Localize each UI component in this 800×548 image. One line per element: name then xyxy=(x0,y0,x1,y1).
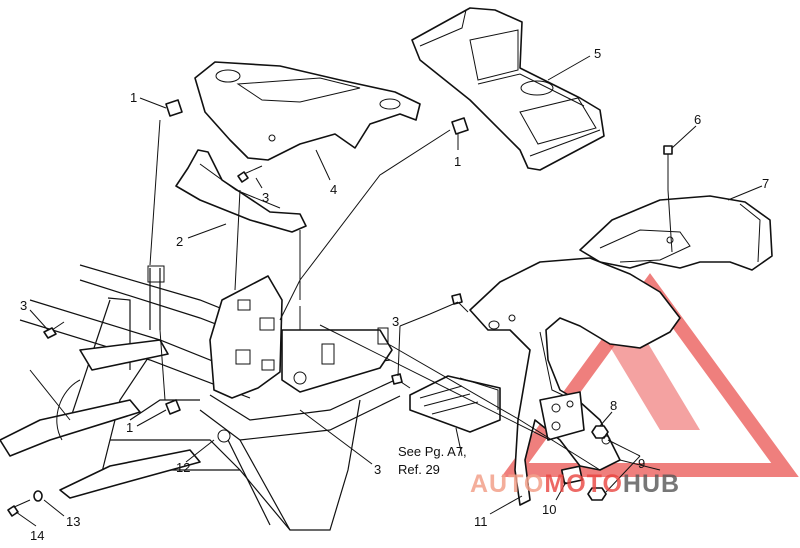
callout-1c: 1 xyxy=(126,420,133,435)
leader-lines xyxy=(15,55,763,527)
bolt-13-14 xyxy=(7,490,43,517)
callout-3d: 3 xyxy=(374,462,381,477)
frame-assembly xyxy=(0,264,401,531)
screw-6 xyxy=(663,145,673,190)
part-5-console xyxy=(411,7,605,171)
callout-12: 12 xyxy=(176,460,190,475)
part-4-front-fender xyxy=(194,61,421,161)
watermark-auto: AUTO xyxy=(470,470,544,498)
screw-3b xyxy=(237,165,263,183)
callout-9: 9 xyxy=(638,456,645,471)
reference-note-line-1: See Pg. A7, xyxy=(398,444,467,459)
fastener-1a xyxy=(165,99,183,117)
callout-1a: 1 xyxy=(130,90,137,105)
watermark-text: AUTOMOTOHUB xyxy=(470,470,680,498)
hardware-8-9 xyxy=(587,425,611,501)
part-10-bracket xyxy=(539,391,585,485)
callout-6: 6 xyxy=(694,112,701,127)
callout-8: 8 xyxy=(610,398,617,413)
watermark-moto: MOTO xyxy=(544,470,623,498)
callout-3c: 3 xyxy=(392,314,399,329)
fastener-1c xyxy=(165,399,181,415)
footrest-ref-29 xyxy=(409,375,501,433)
callout-3b: 3 xyxy=(262,190,269,205)
reference-note-line-2: Ref. 29 xyxy=(398,462,440,477)
watermark-hub: HUB xyxy=(623,470,680,498)
part-2-splash-shield xyxy=(175,149,307,233)
fastener-1b xyxy=(451,117,469,135)
screw-3a xyxy=(43,321,65,339)
callout-13: 13 xyxy=(66,514,80,529)
alignment-lines xyxy=(149,119,673,471)
screw-3c xyxy=(391,293,469,389)
callout-10: 10 xyxy=(542,502,556,517)
callout-1b: 1 xyxy=(454,154,461,169)
callout-3a: 3 xyxy=(20,298,27,313)
callout-11: 11 xyxy=(474,514,488,529)
part-7-rear-fender xyxy=(579,195,773,271)
callout-5: 5 xyxy=(594,46,601,61)
watermark-logo-triangle xyxy=(501,273,799,477)
callout-7: 7 xyxy=(762,176,769,191)
callout-2: 2 xyxy=(176,234,183,249)
callout-4: 4 xyxy=(330,182,337,197)
callout-14: 14 xyxy=(30,528,44,543)
